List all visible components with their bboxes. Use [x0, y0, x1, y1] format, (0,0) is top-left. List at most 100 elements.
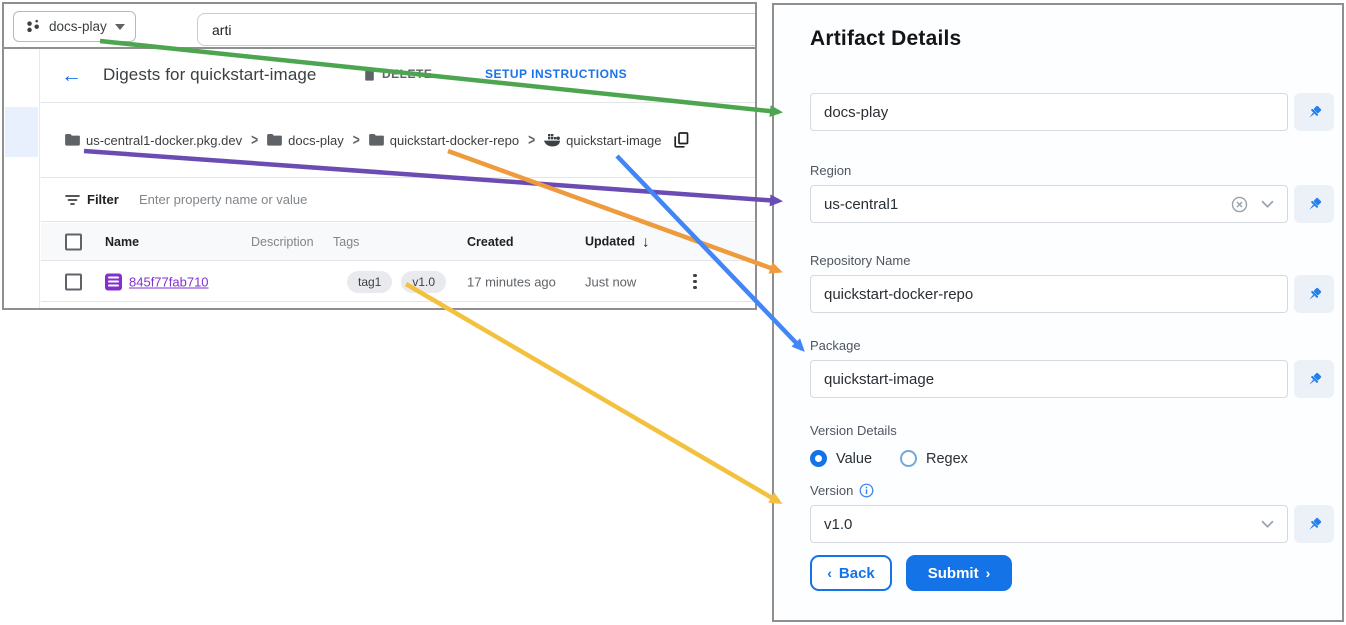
digest-link[interactable]: 845f77fab710	[129, 274, 209, 289]
version-field-input[interactable]: v1.0	[810, 505, 1288, 543]
setup-instructions-link[interactable]: SETUP INSTRUCTIONS	[485, 67, 628, 81]
project-field-value: docs-play	[824, 103, 889, 121]
repository-label: Repository Name	[810, 253, 911, 268]
breadcrumb-item-image[interactable]: quickstart-image	[544, 133, 661, 148]
repository-field-input[interactable]: quickstart-docker-repo	[810, 275, 1288, 313]
created-cell: 17 minutes ago	[467, 274, 556, 289]
version-field-group: Version v1.0	[810, 483, 1334, 543]
column-header-description[interactable]: Description	[251, 234, 314, 249]
console-body: ← Digests for quickstart-image DELETE SE…	[4, 49, 755, 308]
table-header-row: Name Description Tags Created Updated ↓	[41, 223, 755, 261]
form-title: Artifact Details	[810, 27, 962, 50]
select-all-checkbox[interactable]	[65, 233, 82, 250]
chevron-left-icon: ‹	[827, 565, 832, 581]
chevron-right-icon: ›	[985, 565, 991, 581]
region-field-value: us-central1	[824, 195, 899, 213]
breadcrumb-row: us-central1-docker.pkg.dev > docs-play >…	[41, 104, 755, 178]
repository-field-value: quickstart-docker-repo	[824, 285, 974, 303]
sort-desc-icon: ↓	[642, 233, 650, 250]
breadcrumb-label: docs-play	[288, 132, 344, 148]
breadcrumb-separator: >	[352, 130, 360, 150]
pin-button[interactable]	[1294, 93, 1334, 131]
delete-label: DELETE	[382, 67, 433, 81]
filter-row: Filter Enter property name or value	[41, 179, 755, 222]
chevron-down-icon[interactable]	[1261, 200, 1274, 208]
package-label: Package	[810, 338, 861, 353]
digest-icon	[105, 273, 122, 290]
radio-selected-icon	[810, 450, 827, 467]
pin-button[interactable]	[1294, 505, 1334, 543]
table-row: 845f77fab710 tag1 v1.0 17 minutes ago Ju…	[41, 262, 755, 302]
breadcrumb-label: quickstart-image	[566, 132, 662, 148]
folder-icon	[267, 134, 282, 146]
region-label: Region	[810, 163, 852, 178]
chevron-down-icon	[114, 23, 125, 30]
column-header-name[interactable]: Name	[105, 234, 140, 249]
row-checkbox[interactable]	[65, 273, 82, 290]
form-buttons: ‹ Back Submit ›	[810, 555, 1012, 591]
breadcrumb-item-repository[interactable]: quickstart-docker-repo	[368, 132, 520, 148]
package-field-input[interactable]: quickstart-image	[810, 360, 1288, 398]
radio-option-value[interactable]: Value	[810, 450, 872, 467]
console-screenshot-panel: docs-play arti ← Digests for quickstart-…	[2, 2, 757, 310]
version-field-value: v1.0	[824, 515, 853, 533]
repository-field-group: Repository Name quickstart-docker-repo	[810, 253, 1334, 313]
pin-button[interactable]	[1294, 185, 1334, 223]
tag-chip: v1.0	[401, 270, 447, 293]
breadcrumb-item-project[interactable]: docs-play	[267, 133, 344, 148]
version-details-group: Version Details Value Regex	[810, 423, 1334, 467]
clear-icon[interactable]	[1231, 196, 1248, 213]
console-search-value: arti	[212, 21, 232, 38]
breadcrumb-item-host[interactable]: us-central1-docker.pkg.dev	[65, 133, 242, 148]
submit-button-label: Submit	[927, 564, 979, 582]
back-arrow-icon[interactable]: ←	[61, 64, 82, 87]
filter-icon	[65, 194, 80, 206]
region-field-input[interactable]: us-central1	[810, 185, 1288, 223]
region-field-group: Region us-central1	[810, 163, 1334, 223]
page-title: Digests for quickstart-image	[103, 65, 317, 84]
console-topbar: docs-play arti	[4, 4, 755, 49]
info-icon[interactable]	[859, 483, 874, 498]
copy-icon[interactable]	[674, 132, 689, 148]
radio-unselected-icon	[900, 450, 918, 467]
version-label: Version	[810, 483, 854, 498]
sidebar-selected-item[interactable]	[5, 107, 38, 157]
breadcrumb: us-central1-docker.pkg.dev > docs-play >…	[65, 130, 689, 150]
back-button[interactable]: ‹ Back	[810, 555, 892, 591]
console-content: ← Digests for quickstart-image DELETE SE…	[41, 49, 755, 308]
folder-icon	[65, 134, 80, 146]
package-field-group: Package quickstart-image	[810, 338, 1334, 398]
breadcrumb-separator: >	[528, 130, 536, 150]
pin-button[interactable]	[1294, 360, 1334, 398]
project-picker-button[interactable]: docs-play	[13, 11, 136, 42]
pin-button[interactable]	[1294, 275, 1334, 313]
version-details-label: Version Details	[810, 423, 897, 438]
column-header-updated[interactable]: Updated ↓	[585, 233, 650, 250]
breadcrumb-label: us-central1-docker.pkg.dev	[86, 132, 243, 148]
folder-icon	[368, 134, 384, 146]
artifact-details-panel: Artifact Details docs-play Region us-cen…	[772, 3, 1344, 622]
radio-option-regex[interactable]: Regex	[900, 450, 968, 467]
delete-button[interactable]: DELETE	[363, 67, 432, 81]
submit-button[interactable]: Submit ›	[906, 555, 1012, 591]
radio-option-regex-label: Regex	[926, 450, 968, 467]
tag-chip: tag1	[347, 270, 393, 293]
project-picker-label: docs-play	[49, 19, 107, 34]
breadcrumb-label: quickstart-docker-repo	[389, 132, 520, 148]
back-button-label: Back	[838, 564, 875, 582]
column-header-tags[interactable]: Tags	[333, 234, 360, 249]
filter-input[interactable]: Enter property name or value	[139, 192, 308, 207]
row-overflow-menu-icon[interactable]	[686, 273, 704, 291]
digest-cell: 845f77fab710	[105, 273, 209, 290]
project-field-input[interactable]: docs-play	[810, 93, 1288, 131]
console-search-input[interactable]: arti	[197, 13, 755, 46]
arrow-tag-to-version-field	[404, 282, 783, 505]
radio-option-value-label: Value	[836, 450, 873, 467]
column-header-updated-label: Updated	[585, 234, 635, 249]
column-header-created[interactable]: Created	[467, 234, 514, 249]
package-field-value: quickstart-image	[824, 370, 935, 388]
chevron-down-icon[interactable]	[1261, 520, 1274, 528]
page-header-row: ← Digests for quickstart-image DELETE SE…	[41, 49, 755, 103]
filter-label: Filter	[87, 192, 119, 207]
updated-cell: Just now	[585, 274, 637, 289]
